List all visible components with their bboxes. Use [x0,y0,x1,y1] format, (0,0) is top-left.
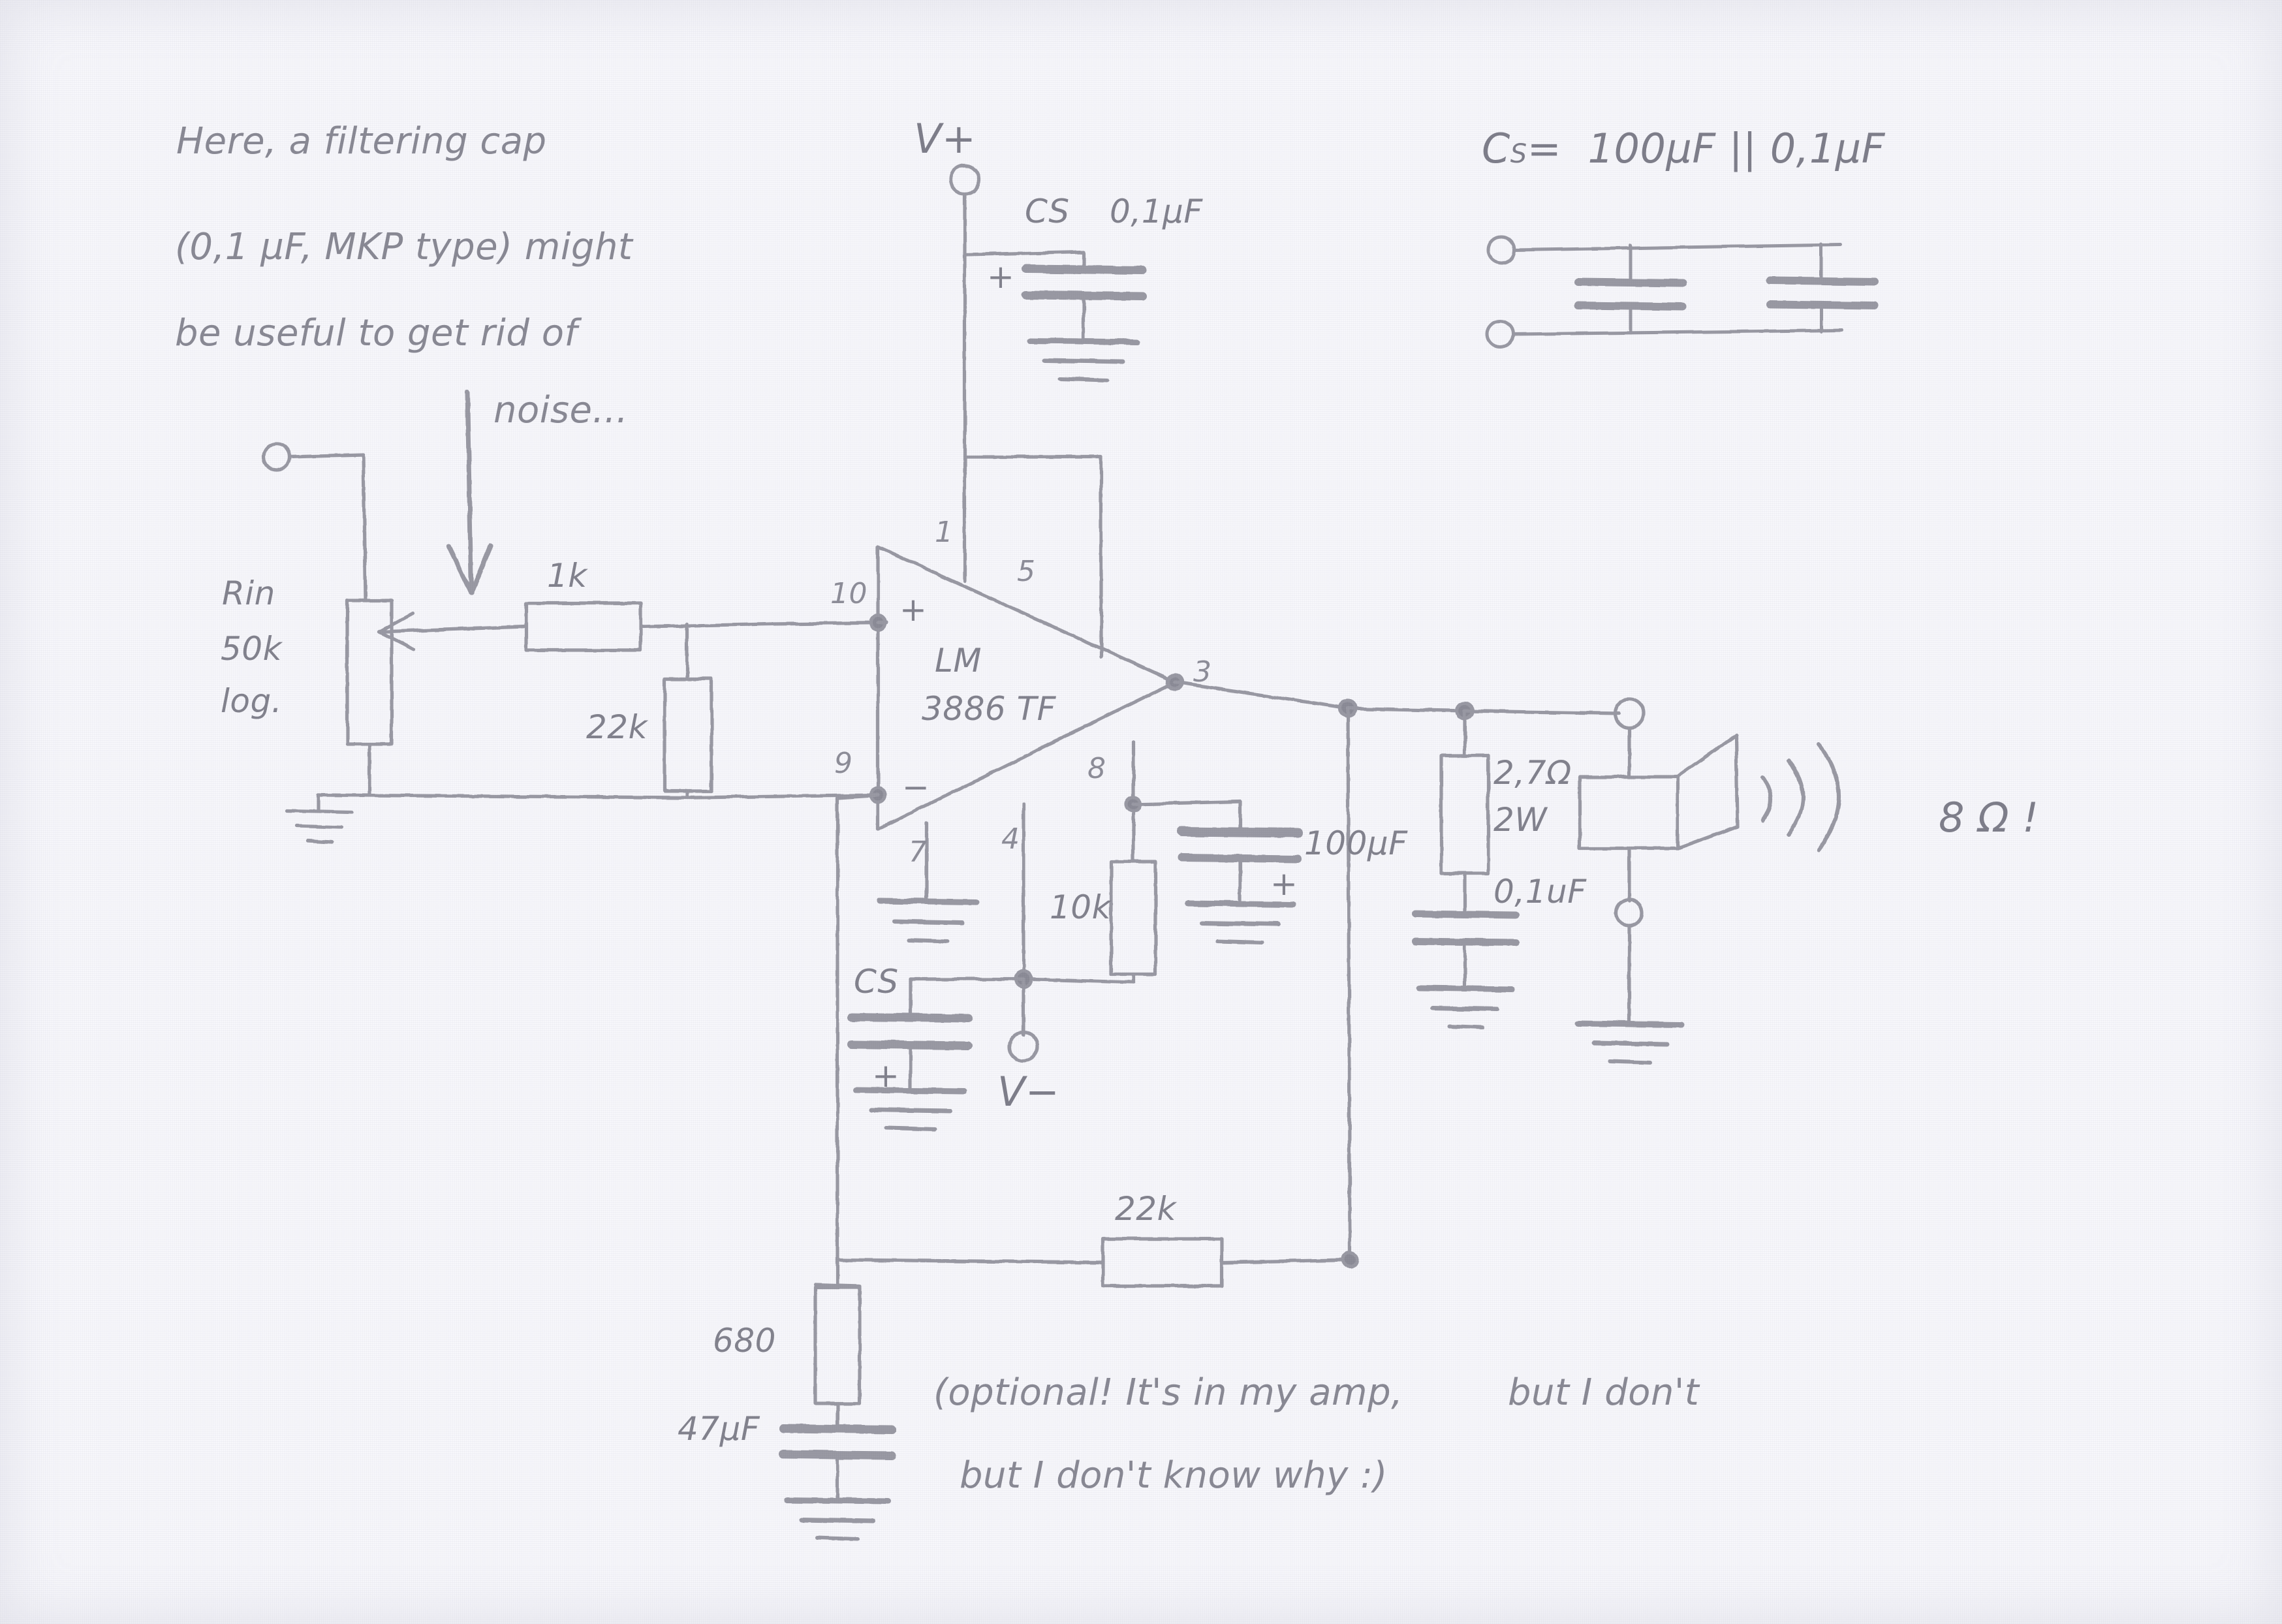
opamp-pin-5: 5 [1017,555,1036,588]
opamp-pin-10: 10 [830,577,867,610]
cs-bottom-subscript: S [877,963,899,1001]
opamp-pin-1: 1 [935,516,954,549]
opamp-pin-4: 4 [1001,822,1020,856]
noise-note-line2: (0,1 µF, MKP type) might [175,226,633,268]
cs-bottom-label: CS [854,963,899,1001]
opamp-pin-7: 7 [909,835,928,869]
mute-capacitor-plus: + [1270,865,1298,903]
optional-note-line1: (optional! It's in my amp, [933,1371,1403,1414]
zobel-power-label: 2W [1493,801,1548,839]
speaker-impedance-label: 8 Ω ! [1939,794,2039,841]
v-plus-label: V+ [914,115,977,163]
feedback-resistor-label: 22k [1115,1190,1177,1228]
cs-formula-subscript: S [1510,139,1527,169]
cs-top-subscript: S [1048,193,1070,230]
pot-value-label: 50k [221,630,283,668]
opamp-pin-9: 9 [834,747,853,780]
feedback-lower-resistor-label: 680 [713,1322,776,1360]
opamp-name-line1: LM [935,642,982,679]
noise-note-line3: be useful to get rid of [175,312,578,354]
opamp-name-line2: 3886 TF [922,690,1056,728]
feedback-lower-capacitor-label: 47µF [678,1410,760,1448]
series-resistor-label: 1k [547,557,587,595]
opamp-pin-8: 8 [1087,752,1106,785]
pot-taper-label: log. [221,682,283,720]
v-minus-label: V− [997,1068,1060,1116]
pot-name-label: Rin [222,574,275,612]
optional-note-line2: but I don't know why :) [960,1454,1388,1497]
opamp-pin-3: 3 [1193,655,1212,689]
zobel-capacitor-label: 0,1uF [1493,873,1587,911]
noise-note-line1: Here, a filtering cap [176,120,547,163]
opamp-minus-input-sign: − [902,768,930,806]
cs-formula: CS= 100µF || 0,1µF [1482,125,1885,172]
cs-top-label: CS [1025,193,1070,230]
zobel-resistor-label: 2,7Ω [1493,754,1572,792]
cs-formula-rest: = 100µF || 0,1µF [1527,125,1885,172]
optional-note-erased: but I don't [1508,1371,1700,1414]
cs-top-plus: + [987,258,1015,296]
input-shunt-resistor-label: 22k [586,708,648,746]
noise-note-line4: noise... [493,389,629,431]
mute-capacitor-label: 100µF [1304,824,1408,862]
opamp-plus-input-sign: + [899,591,928,629]
erased-cap-value: 0,1µF [1110,193,1203,230]
cs-bottom-plus: + [872,1057,900,1095]
mute-resistor-label: 10k [1050,888,1112,926]
